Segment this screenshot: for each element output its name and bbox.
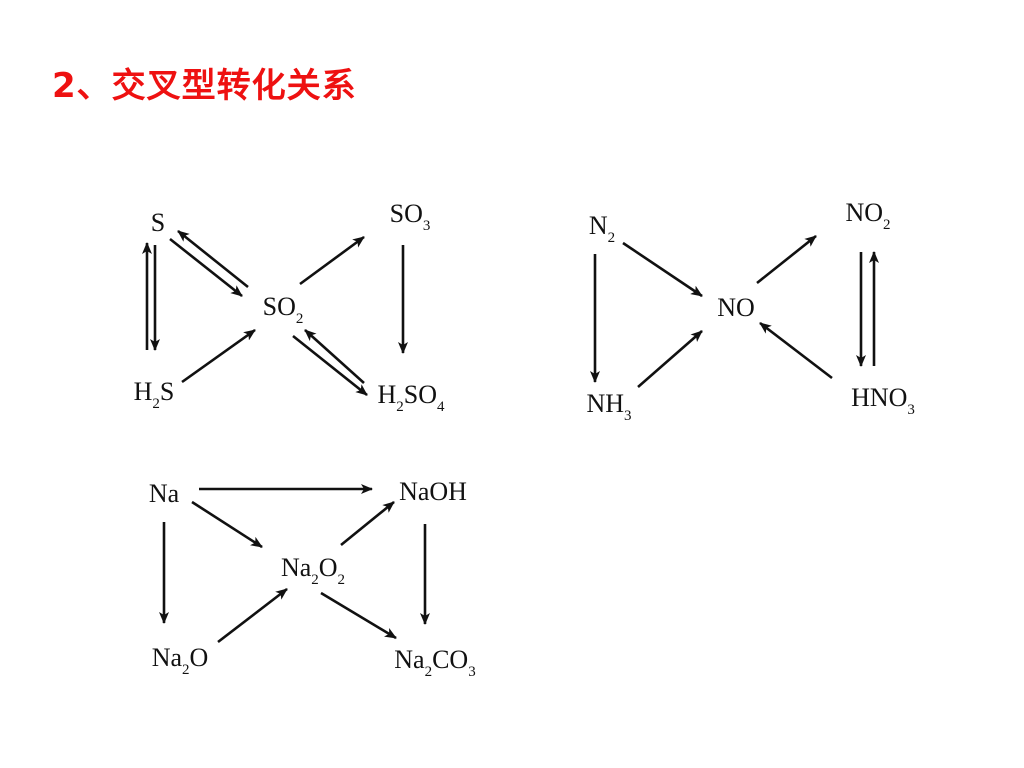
arrow-Na2O2-to-NaOH [340, 500, 395, 547]
arrow-N2-to-NO [622, 241, 703, 298]
node-SO3: SO3 [390, 199, 431, 234]
node-HNO3: HNO3 [851, 383, 915, 418]
node-NaOH: NaOH [399, 477, 467, 506]
arrow-HNO3-to-NO [759, 321, 833, 380]
arrow-NH3-to-NO [637, 330, 703, 388]
node-N2: N2 [589, 211, 615, 246]
arrow-Na2O-to-Na2O2 [217, 587, 288, 644]
arrow-Na-to-Na2O2 [191, 500, 263, 549]
arrow-SO2-to-SO3 [299, 235, 365, 286]
node-SO2: SO2 [263, 292, 304, 327]
arrow-Na2O2-to-Na2CO3 [320, 591, 397, 640]
node-Na2CO3: Na2CO3 [394, 645, 475, 680]
arrow-S-to-SO2 [169, 237, 243, 298]
node-H2S: H2S [134, 377, 175, 412]
node-NO2: NO2 [845, 198, 890, 233]
arrow-H2S-to-SO2 [181, 328, 256, 384]
node-Na2O: Na2O [152, 643, 209, 678]
slide-title: 2、交叉型转化关系 [52, 66, 357, 106]
node-NH3: NH3 [586, 389, 631, 424]
arrow-SO2-to-S [177, 229, 249, 289]
node-Na: Na [149, 479, 180, 508]
arrow-NO-to-NO2 [756, 234, 817, 285]
arrow-SO2-to-H2SO4 [292, 334, 368, 397]
node-H2SO4: H2SO4 [377, 380, 445, 415]
arrow-H2SO4-to-SO2 [304, 329, 365, 384]
node-Na2O2: Na2O2 [281, 553, 345, 588]
node-NO: NO [717, 293, 755, 322]
node-S: S [151, 208, 165, 237]
